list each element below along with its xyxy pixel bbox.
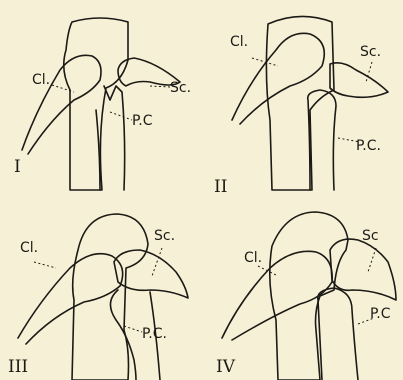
panel-2-cartilage xyxy=(266,16,334,190)
panel-2-numeral: II xyxy=(214,177,227,197)
panel-4-clavicle-label: Cl. xyxy=(244,250,262,266)
panel-3-procoracoid-label: P.C. xyxy=(142,326,167,342)
panel-4-procoracoid-label: P.C xyxy=(370,306,391,322)
panel-2-clavicle-label: Cl. xyxy=(230,34,248,50)
panel-2-scapula xyxy=(330,63,388,97)
panel-1-procoracoid-label: P.C xyxy=(132,113,153,129)
panel-4-scapula xyxy=(330,239,396,300)
panel-4: Cl. Sc P.C IV xyxy=(216,212,396,380)
panel-4-procoracoid xyxy=(318,288,358,380)
panel-4-numeral: IV xyxy=(216,357,236,377)
panel-1-clavicle-label: Cl. xyxy=(32,72,50,88)
panel-2-scapula-label: Sc. xyxy=(360,44,381,60)
panel-2-procoracoid-label: P.C. xyxy=(356,138,381,154)
panel-3-clavicle-label: Cl. xyxy=(20,240,38,256)
panel-1: Cl. Sc. P.C I xyxy=(14,18,191,190)
panel-3: Cl. Sc. P.C. III xyxy=(8,214,188,380)
panel-3-numeral: III xyxy=(8,357,28,377)
panel-2: Cl. Sc. P.C. II xyxy=(214,16,388,197)
panel-4-scapula-label: Sc xyxy=(362,228,379,244)
panel-3-clavicle xyxy=(18,254,123,344)
panel-1-cartilage xyxy=(64,18,128,190)
panel-4-cartilage xyxy=(270,212,348,380)
panel-1-scapula-label: Sc. xyxy=(170,80,191,96)
panel-1-clavicle xyxy=(22,55,101,154)
panel-3-scapula-label: Sc. xyxy=(154,228,175,244)
panel-1-numeral: I xyxy=(14,157,21,177)
panel-3-cartilage xyxy=(72,214,148,380)
